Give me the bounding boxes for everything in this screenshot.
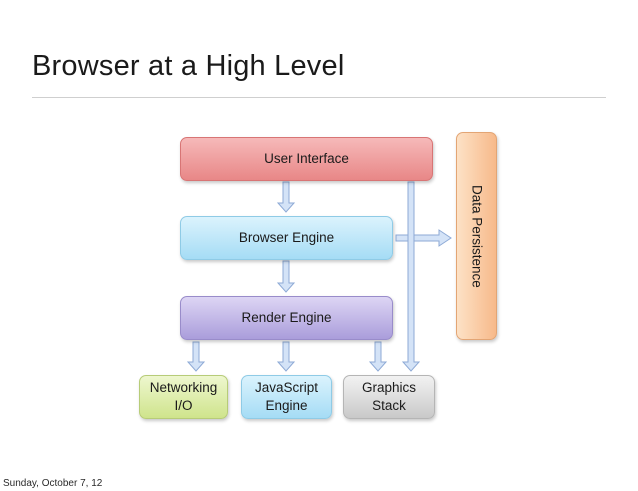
slide-title: Browser at a High Level xyxy=(32,50,345,82)
node-graphics-stack: Graphics Stack xyxy=(343,375,435,419)
edge-browser-engine-to-data-persistence xyxy=(395,229,452,247)
title-divider xyxy=(32,97,606,98)
edge-render-engine-to-networking xyxy=(186,341,206,372)
node-user-interface: User Interface xyxy=(180,137,433,181)
slide-footer-date: Sunday, October 7, 12 xyxy=(3,478,103,489)
edge-render-engine-to-graphics-stack xyxy=(368,341,388,372)
node-data-persistence-label: Data Persistence xyxy=(469,184,485,288)
node-data-persistence: Data Persistence xyxy=(456,132,497,340)
node-networking: Networking I/O xyxy=(139,375,228,419)
node-javascript-engine: JavaScript Engine xyxy=(241,375,332,419)
node-render-engine: Render Engine xyxy=(180,296,393,340)
edge-browser-engine-to-render-engine xyxy=(276,260,296,293)
edge-ui-to-graphics-stack xyxy=(401,181,421,372)
edge-ui-to-browser-engine xyxy=(276,181,296,213)
edge-render-engine-to-javascript-engine xyxy=(276,341,296,372)
node-browser-engine: Browser Engine xyxy=(180,216,393,260)
